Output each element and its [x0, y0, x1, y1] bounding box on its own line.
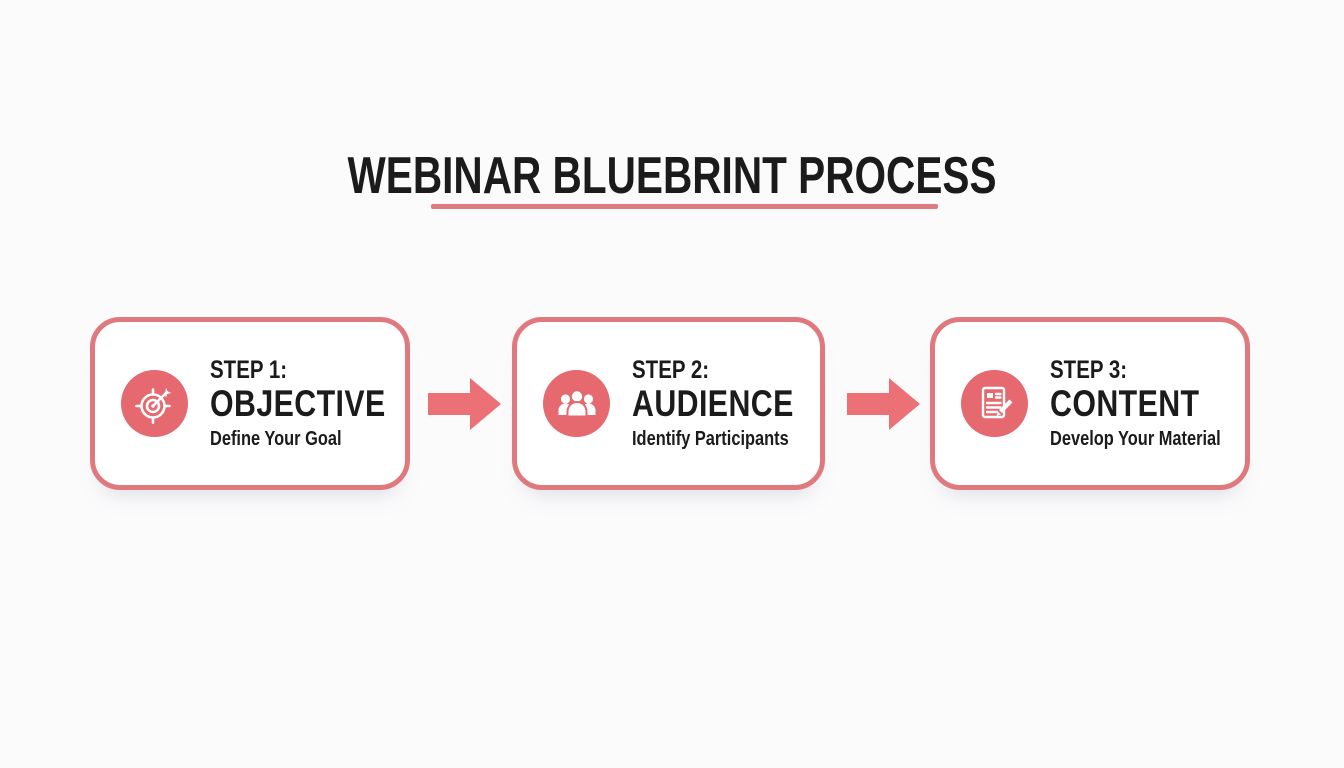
title-area: WEBINAR BLUEBRINT PROCESS — [0, 146, 1344, 206]
document-pencil-icon — [961, 370, 1028, 437]
step-card-objective: STEP 1: OBJECTIVE Define Your Goal — [90, 317, 410, 490]
step-text-block: STEP 2: AUDIENCE Identify Participants — [632, 357, 829, 449]
title-underline — [431, 204, 938, 209]
step-subtitle: Identify Participants — [632, 427, 789, 450]
step-title: AUDIENCE — [632, 382, 794, 424]
arrow-right-icon — [428, 378, 501, 430]
step-text-block: STEP 1: OBJECTIVE Define Your Goal — [210, 357, 424, 449]
step-text-block: STEP 3: CONTENT Develop Your Material — [1050, 357, 1258, 449]
page-title: WEBINAR BLUEBRINT PROCESS — [347, 147, 997, 205]
people-icon — [543, 370, 610, 437]
step-subtitle: Develop Your Material — [1050, 427, 1221, 450]
step-number-label: STEP 2: — [632, 356, 710, 385]
arrow-right-icon — [847, 378, 920, 430]
step-title: OBJECTIVE — [210, 382, 386, 424]
step-number-label: STEP 3: — [1050, 356, 1128, 385]
step-number-label: STEP 1: — [210, 356, 288, 385]
target-icon — [121, 370, 188, 437]
step-title: CONTENT — [1050, 382, 1200, 424]
step-card-audience: STEP 2: AUDIENCE Identify Participants — [512, 317, 825, 490]
step-card-content: STEP 3: CONTENT Develop Your Material — [930, 317, 1250, 490]
step-subtitle: Define Your Goal — [210, 427, 342, 450]
